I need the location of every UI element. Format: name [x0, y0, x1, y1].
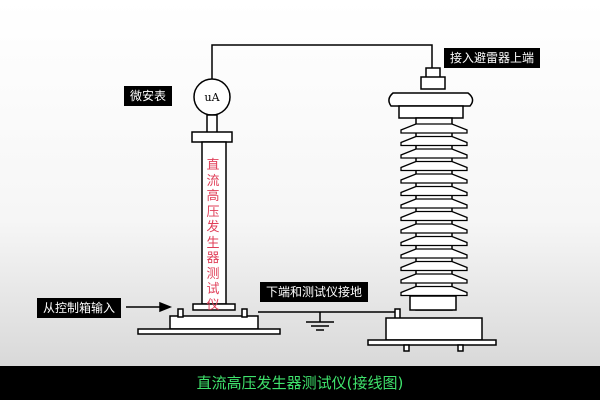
arrester-shed	[400, 160, 468, 172]
arrester-shed	[400, 148, 468, 159]
meter-symbol: uA	[204, 91, 220, 104]
meter-stem	[206, 114, 218, 134]
ammeter-label: 微安表	[124, 86, 173, 106]
arrester-foot-left	[403, 344, 410, 352]
diagram-drawing: uA	[126, 44, 497, 352]
generator-flange	[192, 303, 236, 311]
diagram-caption: 直流高压发生器测试仪(接线图)	[0, 366, 600, 400]
arrester-shed	[400, 210, 468, 222]
arrester-shed	[400, 273, 468, 284]
generator-top-cap	[191, 131, 233, 143]
generator-bolt-left	[177, 308, 184, 318]
arrester-foot-right	[457, 344, 464, 352]
arrester-top-label: 接入避雷器上端	[444, 48, 541, 68]
generator-base-block	[169, 315, 259, 330]
arrester-shed	[400, 285, 468, 297]
control-input-label: 从控制箱输入	[37, 298, 122, 318]
control-input-arrowhead	[159, 301, 173, 313]
arrester-base-block	[385, 317, 483, 341]
arrester-shed	[400, 223, 468, 234]
arrester-shed	[400, 123, 468, 134]
arrester-shed	[400, 173, 468, 184]
generator-column-text: 直流高压发生器测试仪	[206, 158, 220, 313]
arrester-shed	[400, 185, 468, 197]
generator-column	[201, 141, 227, 305]
arrester-shed	[400, 198, 468, 209]
arrester-sheds	[400, 123, 468, 297]
arrester-lower-neck	[409, 295, 457, 311]
arrester-shed	[400, 260, 468, 272]
arrester-shed	[400, 235, 468, 247]
arrester-top-flange	[388, 92, 474, 107]
arrester-shed	[400, 248, 468, 259]
ground-note-label: 下端和测试仪接地	[260, 282, 369, 302]
generator-base-plate	[137, 328, 281, 335]
arrester-terminal-body	[420, 76, 446, 90]
hv-lead-wire	[211, 44, 433, 80]
arrester-shed	[400, 135, 468, 147]
arrester-top-neck	[398, 105, 464, 119]
arrester-base-plate	[367, 339, 497, 346]
generator-bolt-right	[241, 308, 248, 318]
